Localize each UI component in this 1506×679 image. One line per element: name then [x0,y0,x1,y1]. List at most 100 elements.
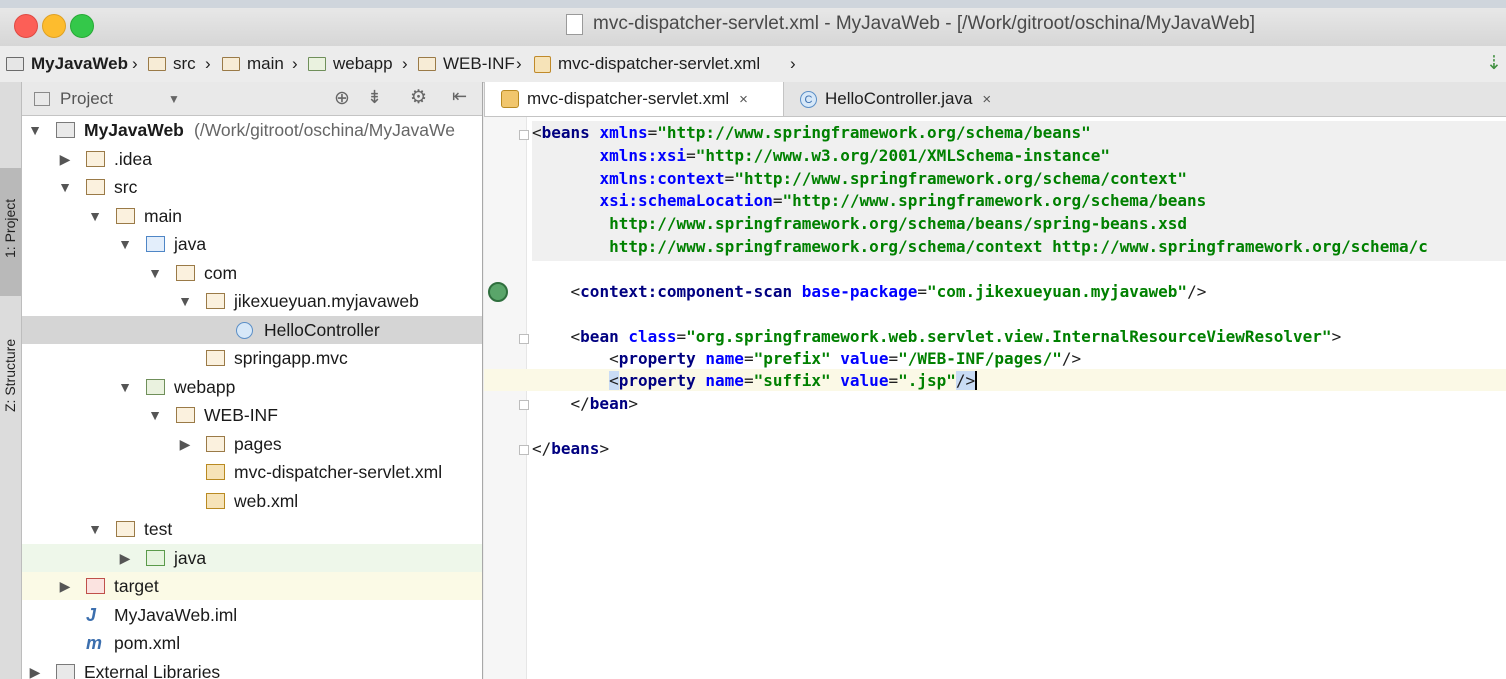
tree-item[interactable]: ▼jikexueyuan.myjavaweb [22,287,482,315]
project-tool-window: Project ▼ ⊕ ⇟ ⚙ ⇤ ▼MyJavaWeb(/Work/gitro… [22,82,483,679]
tree-item-label: MyJavaWeb [84,119,184,140]
chevron-down-icon[interactable]: ▼ [178,293,192,309]
breadcrumb-main[interactable]: main [222,52,284,76]
collapse-all-icon[interactable]: ⇟ [367,87,383,107]
code-line[interactable]: <beans xmlns="http://www.springframework… [532,123,1091,142]
tree-item[interactable]: ▼ WEB-INF [22,401,482,429]
spring-bean-gutter-icon[interactable] [488,282,508,302]
spring-xml-icon [206,464,225,480]
chevron-right-icon[interactable]: ▶ [119,549,131,566]
tree-item[interactable]: ▼com [22,259,482,287]
view-selector[interactable]: Project ▼ [34,88,184,110]
tree-item[interactable]: ▶pages [22,430,482,458]
code-line[interactable]: xmlns:xsi="http://www.w3.org/2001/XMLSch… [599,146,1110,165]
code-line[interactable]: </bean> [532,394,638,413]
chevron-right-icon[interactable]: ▶ [29,663,41,679]
maven-icon: m [86,633,103,653]
gear-icon[interactable]: ⚙ [410,87,428,108]
chevron-right-icon[interactable]: ▶ [59,150,71,167]
close-tab-icon[interactable]: × [739,90,748,108]
folder-icon [86,179,105,195]
tree-item[interactable]: ▼src [22,173,482,201]
tree-item-label: java [174,547,207,568]
breadcrumb-webapp[interactable]: webapp [308,52,393,76]
tab-project-background [0,168,21,296]
chevron-right-icon[interactable]: ▶ [59,577,71,594]
tree-item[interactable]: ▼main [22,202,482,230]
xml-icon [206,493,225,509]
chevron-down-icon[interactable]: ▼ [118,236,132,252]
chevron-down-icon[interactable]: ▼ [58,179,72,195]
tab-structure[interactable]: Z: Structure [2,338,18,412]
chevron-down-icon: ▼ [168,92,180,106]
chevron-down-icon[interactable]: ▼ [88,208,102,224]
fold-marker[interactable] [519,445,529,455]
chevron-right-icon[interactable]: ▶ [179,435,191,452]
tree-item[interactable]: mvc-dispatcher-servlet.xml [22,458,482,486]
breadcrumb-project[interactable]: MyJavaWeb [6,52,128,76]
web-folder-icon [146,379,165,395]
tab-hello-controller[interactable]: C HelloController.java × [800,82,1030,116]
chevron-down-icon[interactable]: ▼ [148,265,162,281]
document-icon [566,14,583,35]
text-caret [975,371,978,390]
tree-item-label: target [114,575,159,596]
tree-item[interactable]: springapp.mvc [22,344,482,372]
zoom-window-button[interactable] [70,14,94,38]
minimize-window-button[interactable] [42,14,66,38]
tree-item[interactable]: ▶ External Libraries [22,658,482,679]
module-folder-icon [56,122,75,138]
fold-marker[interactable] [519,400,529,410]
package-icon [206,350,225,366]
breadcrumb-web-inf[interactable]: WEB-INF [418,52,515,76]
close-window-button[interactable] [14,14,38,38]
code-line[interactable]: xmlns:context="http://www.springframewor… [599,169,1188,188]
code-line[interactable]: <property name="prefix" value="/WEB-INF/… [532,349,1082,368]
tree-item[interactable]: ▼test [22,515,482,543]
code-line[interactable]: xsi:schemaLocation="http://www.springfra… [599,191,1207,210]
tree-item[interactable]: ▼webapp [22,373,482,401]
fold-marker[interactable] [519,334,529,344]
window-title: mvc-dispatcher-servlet.xml - MyJavaWeb -… [593,13,1256,34]
tree-item[interactable]: ▼MyJavaWeb(/Work/gitroot/oschina/MyJavaW… [22,116,482,144]
breadcrumb-file[interactable]: mvc-dispatcher-servlet.xml [534,52,760,76]
folder-icon [206,436,225,452]
iml-icon: J [86,605,97,625]
chevron-down-icon[interactable]: ▼ [148,407,162,423]
tree-item-label: mvc-dispatcher-servlet.xml [234,461,443,482]
class-icon: C [800,90,817,108]
code-line[interactable]: <property name="suffix" value=".jsp"/> [609,371,978,390]
code-line[interactable]: http://www.springframework.org/schema/be… [609,214,1188,233]
fold-marker[interactable] [519,130,529,140]
tree-item[interactable]: ▶.idea [22,145,482,173]
code-line[interactable]: http://www.springframework.org/schema/co… [609,237,1428,256]
close-tab-icon[interactable]: × [982,90,992,108]
chevron-down-icon[interactable]: ▼ [88,521,102,537]
tree-item[interactable]: ▶ target [22,572,482,600]
tree-item[interactable]: ▶ java [22,544,482,572]
tab-mvc-dispatcher-servlet[interactable]: mvc-dispatcher-servlet.xml × [484,82,784,116]
chevron-down-icon[interactable]: ▼ [118,379,132,395]
breadcrumb-src[interactable]: src [148,52,196,76]
hide-panel-icon[interactable]: ⇤ [452,86,468,106]
code-line[interactable]: </beans> [532,439,610,458]
code-line[interactable]: <bean class="org.springframework.web.ser… [532,327,1342,346]
tree-item[interactable]: HelloController [22,316,482,344]
tree-item-label: External Libraries [84,661,221,679]
package-icon [176,265,195,281]
tree-item-label: HelloController [264,319,380,340]
breadcrumb-label: MyJavaWeb [31,54,129,73]
vcs-update-icon[interactable]: ⇣ [1486,53,1502,74]
tree-item[interactable]: ▼java [22,230,482,258]
folder-icon [86,151,105,167]
tab-project[interactable]: 1: Project [2,198,18,258]
folder-icon [148,57,166,71]
chevron-down-icon[interactable]: ▼ [28,122,42,138]
tree-item-label: WEB-INF [204,404,278,425]
code-line[interactable]: <context:component-scan base-package="co… [532,282,1207,301]
current-line-highlight [484,369,1506,391]
locate-icon[interactable]: ⊕ [334,88,350,109]
tree-item[interactable]: web.xml [22,487,482,515]
